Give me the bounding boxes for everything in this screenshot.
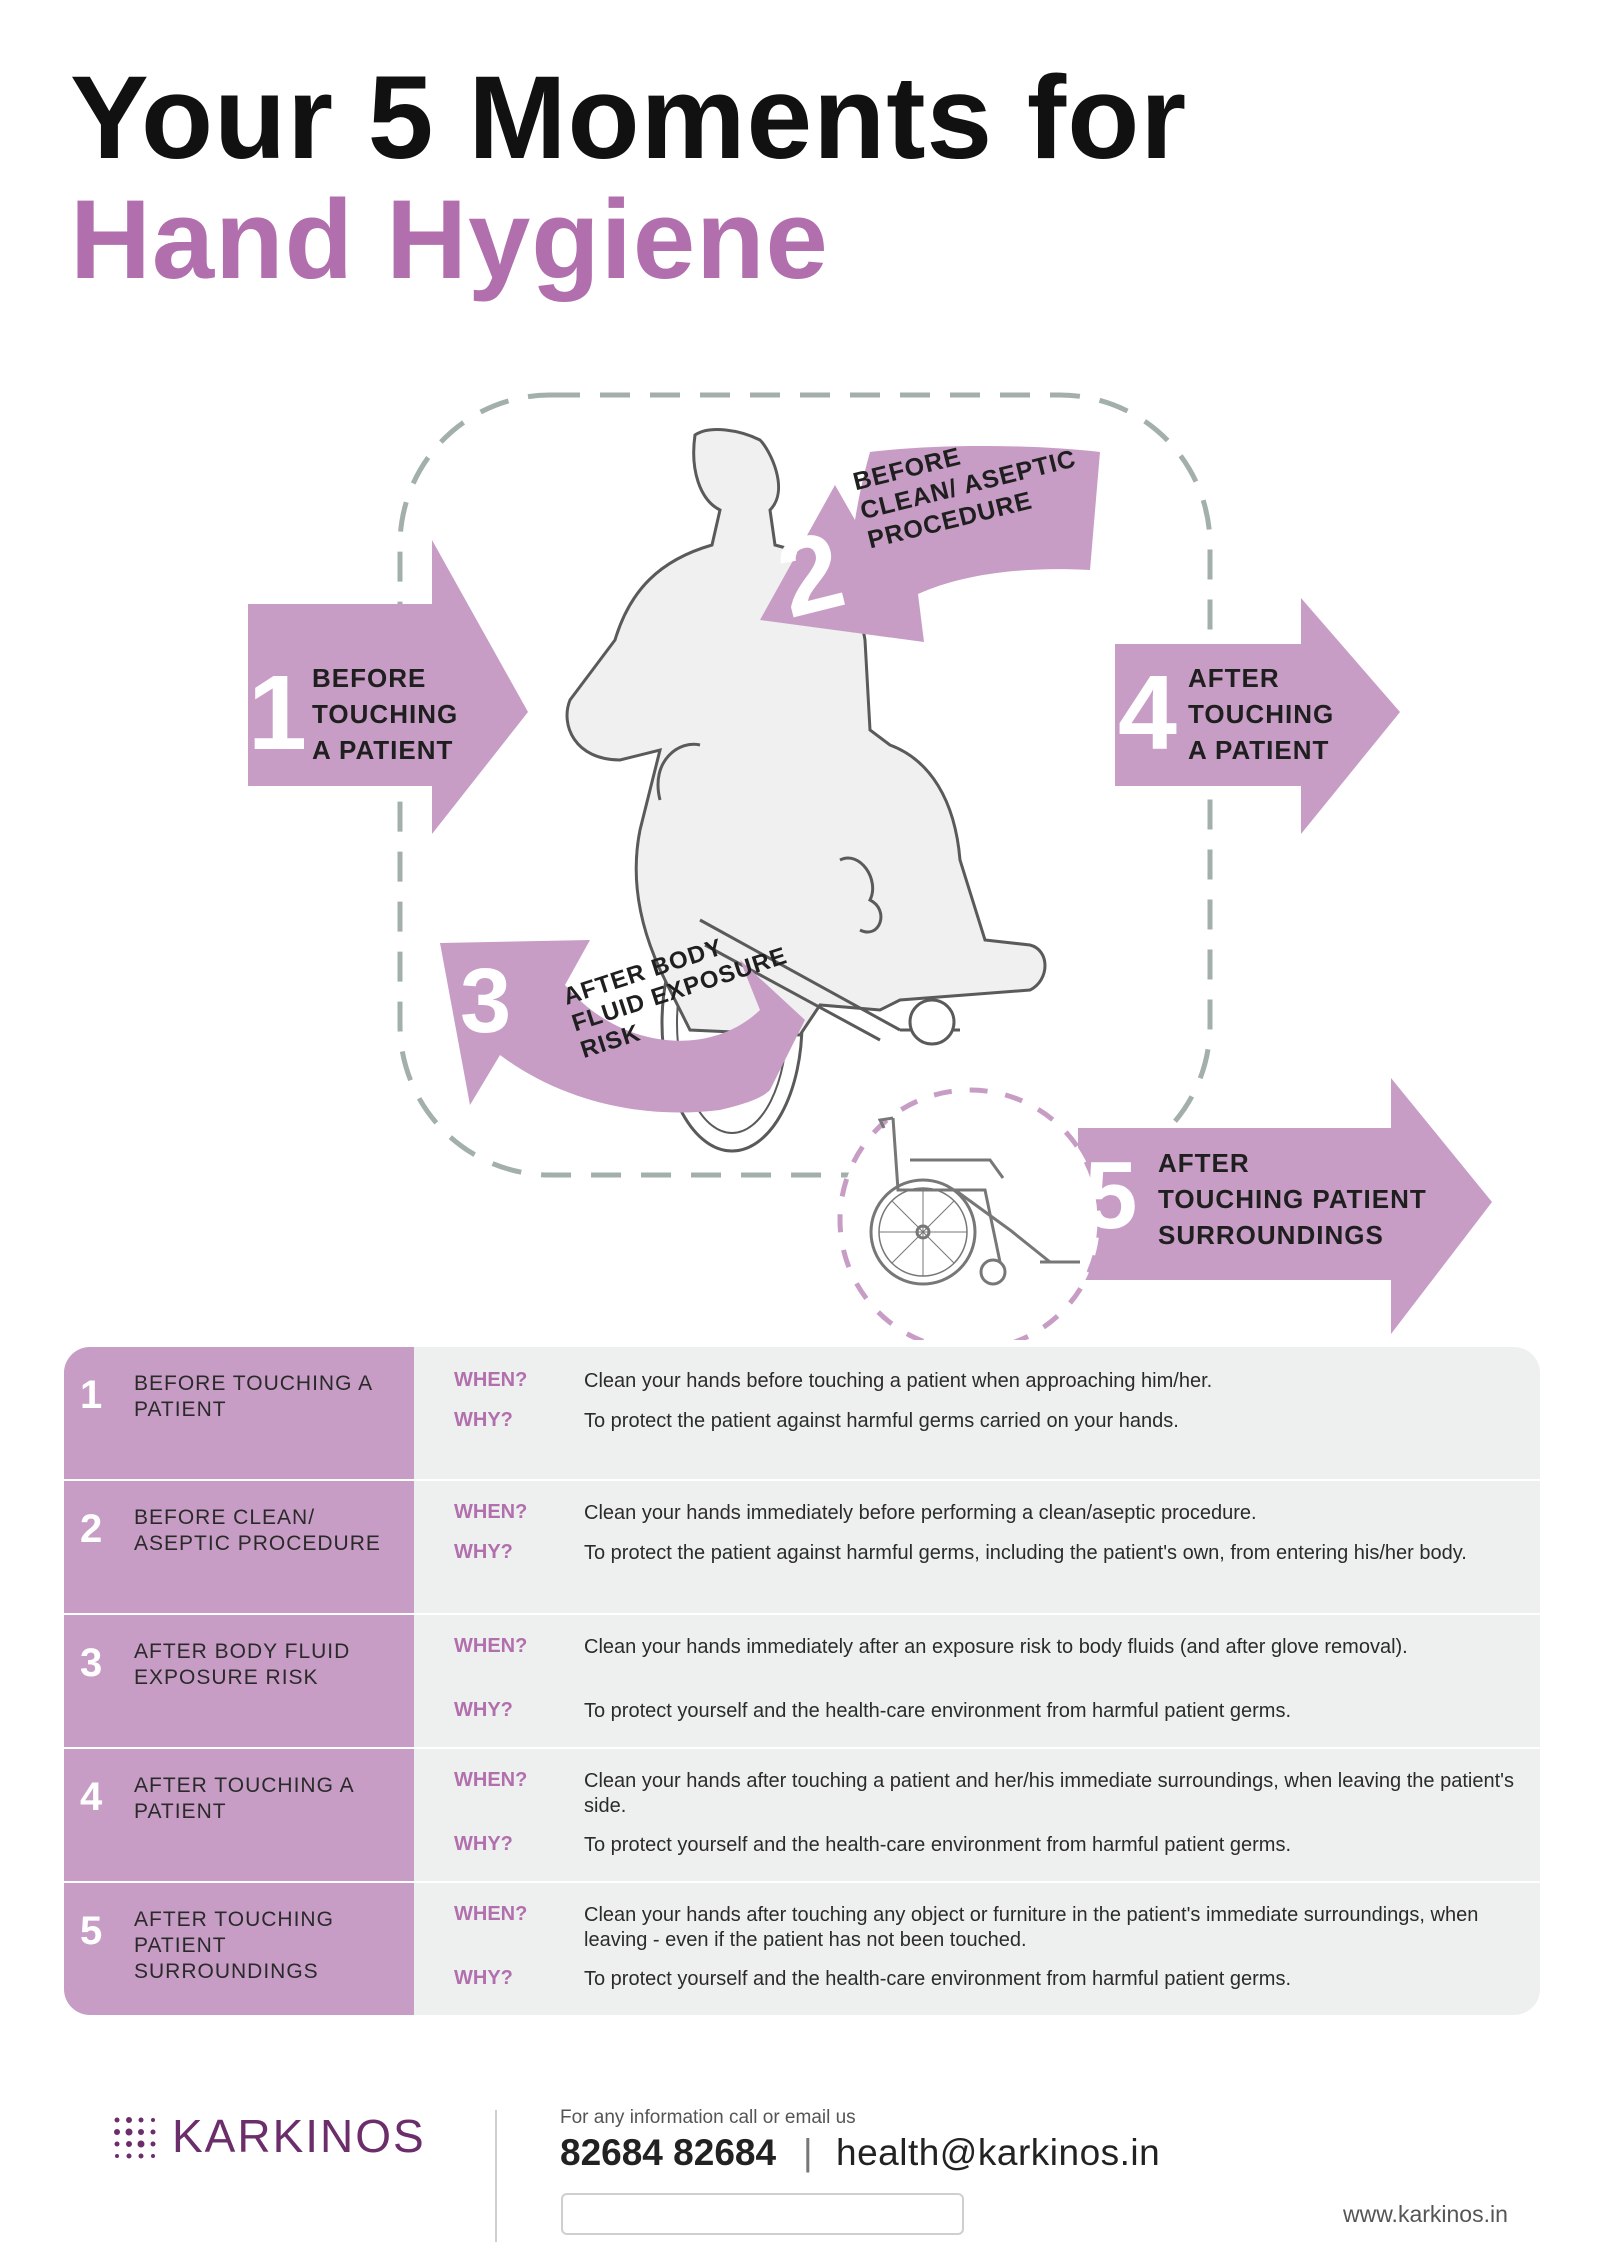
why-text: To protect the patient against harmful g… — [584, 1542, 1467, 1564]
when-label: WHEN? — [454, 1635, 528, 1657]
row-divider — [64, 1613, 1540, 1615]
footer-divider — [495, 2110, 497, 2242]
table-row: 1 Before touching a patient WHEN? Clean … — [64, 1347, 1540, 1479]
why-label: WHY? — [454, 1699, 513, 1721]
row-label-cell: 5 After touching patient surroundings — [64, 1883, 414, 2015]
why-label: WHY? — [454, 1541, 513, 1563]
contact-note: For any information call or email us — [560, 2107, 856, 2128]
footer-blank-box — [561, 2193, 964, 2235]
row-title: Before touching a patient — [134, 1372, 372, 1421]
row-divider — [64, 1881, 1540, 1883]
row-label-cell: 2 Before clean/ aseptic procedure — [64, 1481, 414, 1613]
when-text: Clean your hands after touching a patien… — [584, 1770, 1514, 1817]
moment-5-number: 5 — [1084, 1142, 1138, 1249]
when-text: Clean your hands immediately before perf… — [584, 1502, 1257, 1524]
when-label: WHEN? — [454, 1369, 528, 1391]
table-row: 4 After touching a patient WHEN? Clean y… — [64, 1749, 1540, 1881]
why-label: WHY? — [454, 1967, 513, 1989]
why-text: To protect yourself and the health-care … — [584, 1700, 1292, 1722]
row-number: 3 — [80, 1641, 103, 1685]
table-row: 3 After body fluid exposure risk WHEN? C… — [64, 1615, 1540, 1747]
row-label-cell: 1 Before touching a patient — [64, 1347, 414, 1479]
row-label-cell: 4 After touching a patient — [64, 1749, 414, 1881]
moment-4-arrow — [1115, 598, 1400, 834]
karkinos-logo-icon — [114, 2117, 156, 2159]
when-text: Clean your hands after touching any obje… — [584, 1904, 1479, 1951]
why-text: To protect yourself and the health-care … — [584, 1968, 1292, 1990]
row-title: After body fluid exposure risk — [134, 1640, 351, 1689]
patient-zone-outline — [397, 392, 1213, 1178]
row-title: After touching a patient — [134, 1774, 354, 1823]
contact-separator: | — [803, 2132, 813, 2173]
moments-table: 1 Before touching a patient WHEN? Clean … — [64, 1347, 1540, 2015]
why-label: WHY? — [454, 1409, 513, 1431]
when-text: Clean your hands immediately after an ex… — [584, 1636, 1408, 1658]
moment-1-arrow — [248, 540, 528, 834]
website-link[interactable]: www.karkinos.in — [1343, 2201, 1508, 2227]
moment-1-number: 1 — [248, 654, 307, 772]
moment-3-arrow — [440, 940, 805, 1113]
why-text: To protect yourself and the health-care … — [584, 1834, 1292, 1856]
moments-illustration — [248, 392, 1492, 1340]
row-title: Before clean/ aseptic procedure — [134, 1506, 381, 1555]
moment-2-arrow — [760, 446, 1100, 642]
moment-4-number: 4 — [1118, 654, 1177, 772]
table-row: 2 Before clean/ aseptic procedure WHEN? … — [64, 1481, 1540, 1613]
wheelchair-icon — [869, 1116, 1080, 1286]
row-number: 4 — [80, 1775, 103, 1819]
karkinos-logo-text: KARKINOS — [172, 2110, 426, 2162]
row-number: 2 — [80, 1507, 103, 1551]
page-title-line-2: Hand Hygiene — [70, 177, 829, 302]
when-label: WHEN? — [454, 1769, 528, 1791]
table-row: 5 After touching patient surroundings WH… — [64, 1883, 1540, 2015]
why-text: To protect the patient against harmful g… — [584, 1410, 1179, 1432]
person-in-wheelchair-icon — [565, 428, 1047, 1153]
phone-number[interactable]: 82684 82684 — [560, 2132, 777, 2173]
row-divider — [64, 1479, 1540, 1481]
row-number: 1 — [80, 1373, 103, 1417]
row-label-cell: 3 After body fluid exposure risk — [64, 1615, 414, 1747]
moment-1-label: BEFORE TOUCHING A PATIENT — [312, 663, 459, 765]
page-title-line-1: Your 5 Moments for — [70, 52, 1188, 184]
moment-4-label: AFTER TOUCHING A PATIENT — [1188, 663, 1335, 765]
email-address[interactable]: health@karkinos.in — [836, 2132, 1161, 2173]
moment-5-label: AFTER TOUCHING PATIENT SURROUNDINGS — [1158, 1148, 1427, 1250]
surroundings-zone-outline — [837, 1087, 1103, 1340]
row-divider — [64, 1747, 1540, 1749]
when-label: WHEN? — [454, 1903, 528, 1925]
row-number: 5 — [80, 1909, 103, 1953]
moment-5-arrow — [1078, 1078, 1492, 1334]
when-label: WHEN? — [454, 1501, 528, 1523]
when-text: Clean your hands before touching a patie… — [584, 1370, 1213, 1392]
row-title: After touching patient surroundings — [134, 1908, 334, 1983]
moment-3-number: 3 — [460, 950, 512, 1052]
why-label: WHY? — [454, 1833, 513, 1855]
